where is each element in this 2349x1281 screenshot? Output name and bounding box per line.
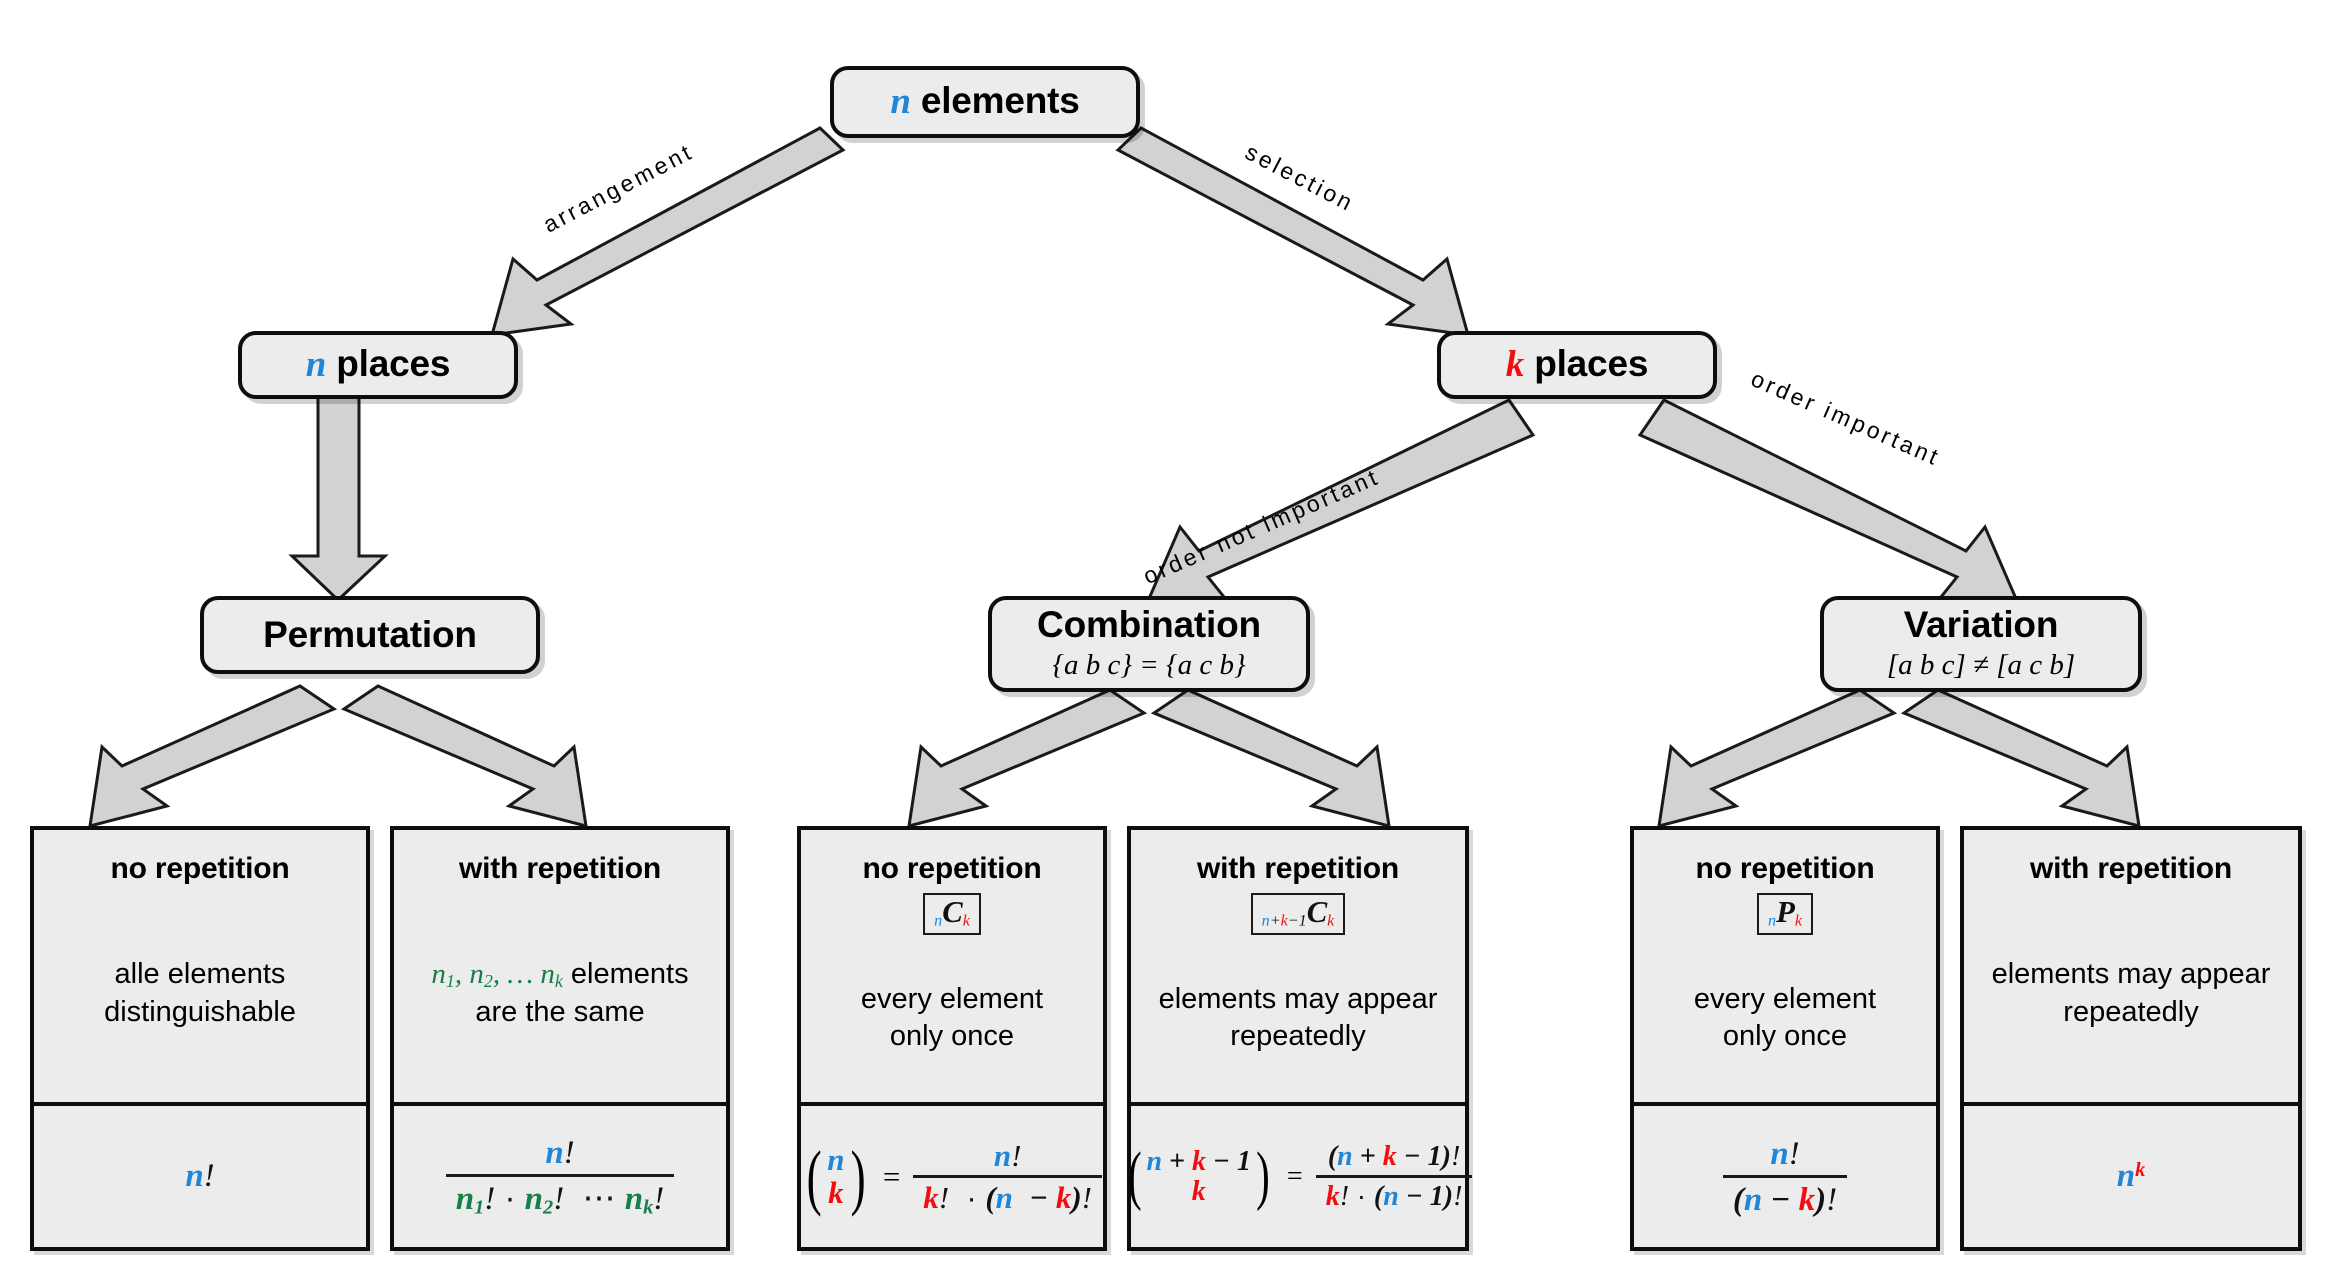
node-n-elements[interactable]: n elements <box>830 66 1140 138</box>
leaf-top: with repetition n+k−1Ck elements may app… <box>1131 830 1465 1102</box>
leaf-combination-no-repetition[interactable]: no repetition nCk every element only onc… <box>797 826 1107 1251</box>
leaf-description: every element only once <box>1693 982 1877 1053</box>
node-n-elements-label: n elements <box>890 80 1080 123</box>
node-k-places-label: k places <box>1505 343 1649 386</box>
leaf-formula: ( n + k − 1 k ) = (n + k − 1)! k! · (n −… <box>1128 1102 1473 1247</box>
node-combination[interactable]: Combination {a b c} = {a c b} <box>988 596 1310 692</box>
node-combination-title: Combination <box>1037 604 1261 646</box>
edge-permutation-leaf1-arrow <box>88 684 338 829</box>
edge-permutation-leaf2-arrow <box>340 684 588 829</box>
leaf-description: n1, n2, … nk elements are the same <box>431 958 689 1028</box>
leaf-top: with repetition elements may appear repe… <box>1964 830 2298 1102</box>
leaf-heading: with repetition <box>2030 852 2232 885</box>
leaf-permutation-with-repetition[interactable]: with repetition n1, n2, … nk elements ar… <box>390 826 730 1251</box>
leaf-notation-badge: nPk <box>1757 893 1813 935</box>
node-n-places-label: n places <box>305 343 451 386</box>
leaf-top: no repetition nCk every element only onc… <box>801 830 1103 1102</box>
leaf-formula: n! <box>34 1102 366 1247</box>
node-variation-note: [a b c] ≠ [a c b] <box>1886 649 2076 682</box>
leaf-top: no repetition nPk every element only onc… <box>1634 830 1936 1102</box>
node-permutation-title: Permutation <box>263 613 477 655</box>
leaf-description: every element only once <box>860 982 1044 1053</box>
edge-arrangement-arrow <box>489 126 846 337</box>
leaf-heading: with repetition <box>459 852 661 885</box>
node-combination-note: {a b c} = {a c b} <box>1052 649 1246 682</box>
leaf-top: with repetition n1, n2, … nk elements ar… <box>394 830 726 1102</box>
leaf-description: elements may appear repeatedly <box>1991 958 2271 1028</box>
node-variation-title: Variation <box>1903 604 2059 646</box>
leaf-description: alle elements distinguishable <box>104 958 296 1028</box>
edge-selection-arrow <box>1115 126 1471 337</box>
edge-nplaces-permutation-arrow <box>288 393 389 603</box>
leaf-formula: n! n1! · n2! ⋯ nk! <box>394 1102 726 1247</box>
leaf-permutation-no-repetition[interactable]: no repetition alle elements distinguisha… <box>30 826 370 1251</box>
edge-combination-leaf4-arrow <box>1150 688 1391 829</box>
node-n-places[interactable]: n places <box>238 331 518 399</box>
node-k-places[interactable]: k places <box>1437 331 1717 399</box>
leaf-heading: no repetition <box>110 852 290 885</box>
leaf-formula: n! (n − k)! <box>1634 1102 1936 1247</box>
leaf-variation-with-repetition[interactable]: with repetition elements may appear repe… <box>1960 826 2302 1251</box>
leaf-heading: no repetition <box>1695 852 1875 885</box>
leaf-top: no repetition alle elements distinguisha… <box>34 830 366 1102</box>
node-permutation[interactable]: Permutation <box>200 596 540 674</box>
leaf-variation-no-repetition[interactable]: no repetition nPk every element only onc… <box>1630 826 1940 1251</box>
leaf-notation-badge: n+k−1Ck <box>1250 893 1346 935</box>
edge-order-important-arrow <box>1637 398 2020 604</box>
leaf-notation-badge: nCk <box>923 893 981 935</box>
node-variation[interactable]: Variation [a b c] ≠ [a c b] <box>1820 596 2142 692</box>
leaf-heading: with repetition <box>1197 852 1399 885</box>
edge-combination-leaf3-arrow <box>907 688 1148 829</box>
leaf-combination-with-repetition[interactable]: with repetition n+k−1Ck elements may app… <box>1127 826 1473 1251</box>
leaf-description: elements may appear repeatedly <box>1158 982 1438 1053</box>
edge-variation-leaf6-arrow <box>1900 688 2141 829</box>
edge-variation-leaf5-arrow <box>1657 688 1898 829</box>
leaf-heading: no repetition <box>862 852 1042 885</box>
